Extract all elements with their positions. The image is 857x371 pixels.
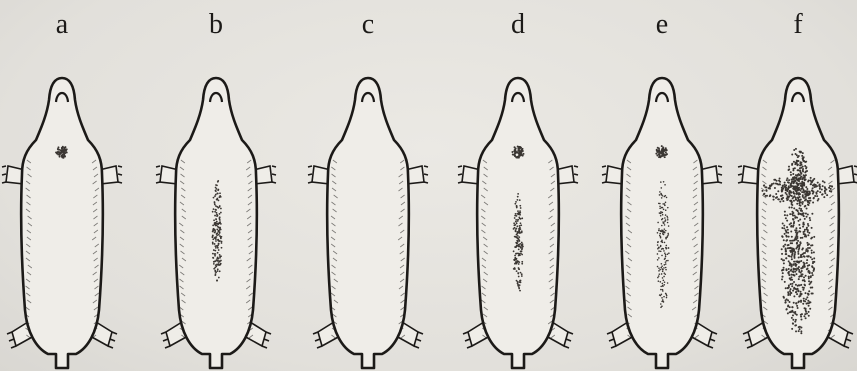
animal-body [621,78,703,368]
animal-outline-d [448,70,588,371]
panel-a: a [0,0,132,371]
panel-label-f: f [728,8,857,42]
animal-body [477,78,559,368]
panel-label-a: a [0,8,132,42]
panel-f: f [728,0,857,371]
animal-outline-a [0,70,132,371]
panel-d: d [448,0,588,371]
animal-outline-b [146,70,286,371]
animal-body [327,78,409,368]
panel-label-d: d [448,8,588,42]
animal-outline-e [592,70,732,371]
panel-c: c [298,0,438,371]
panel-e: e [592,0,732,371]
animal-outline-c [298,70,438,371]
animal-body [757,78,839,368]
panel-b: b [146,0,286,371]
panel-label-c: c [298,8,438,42]
panel-label-b: b [146,8,286,42]
panel-label-e: e [592,8,732,42]
animal-outline-f [728,70,857,371]
animal-body [21,78,103,368]
